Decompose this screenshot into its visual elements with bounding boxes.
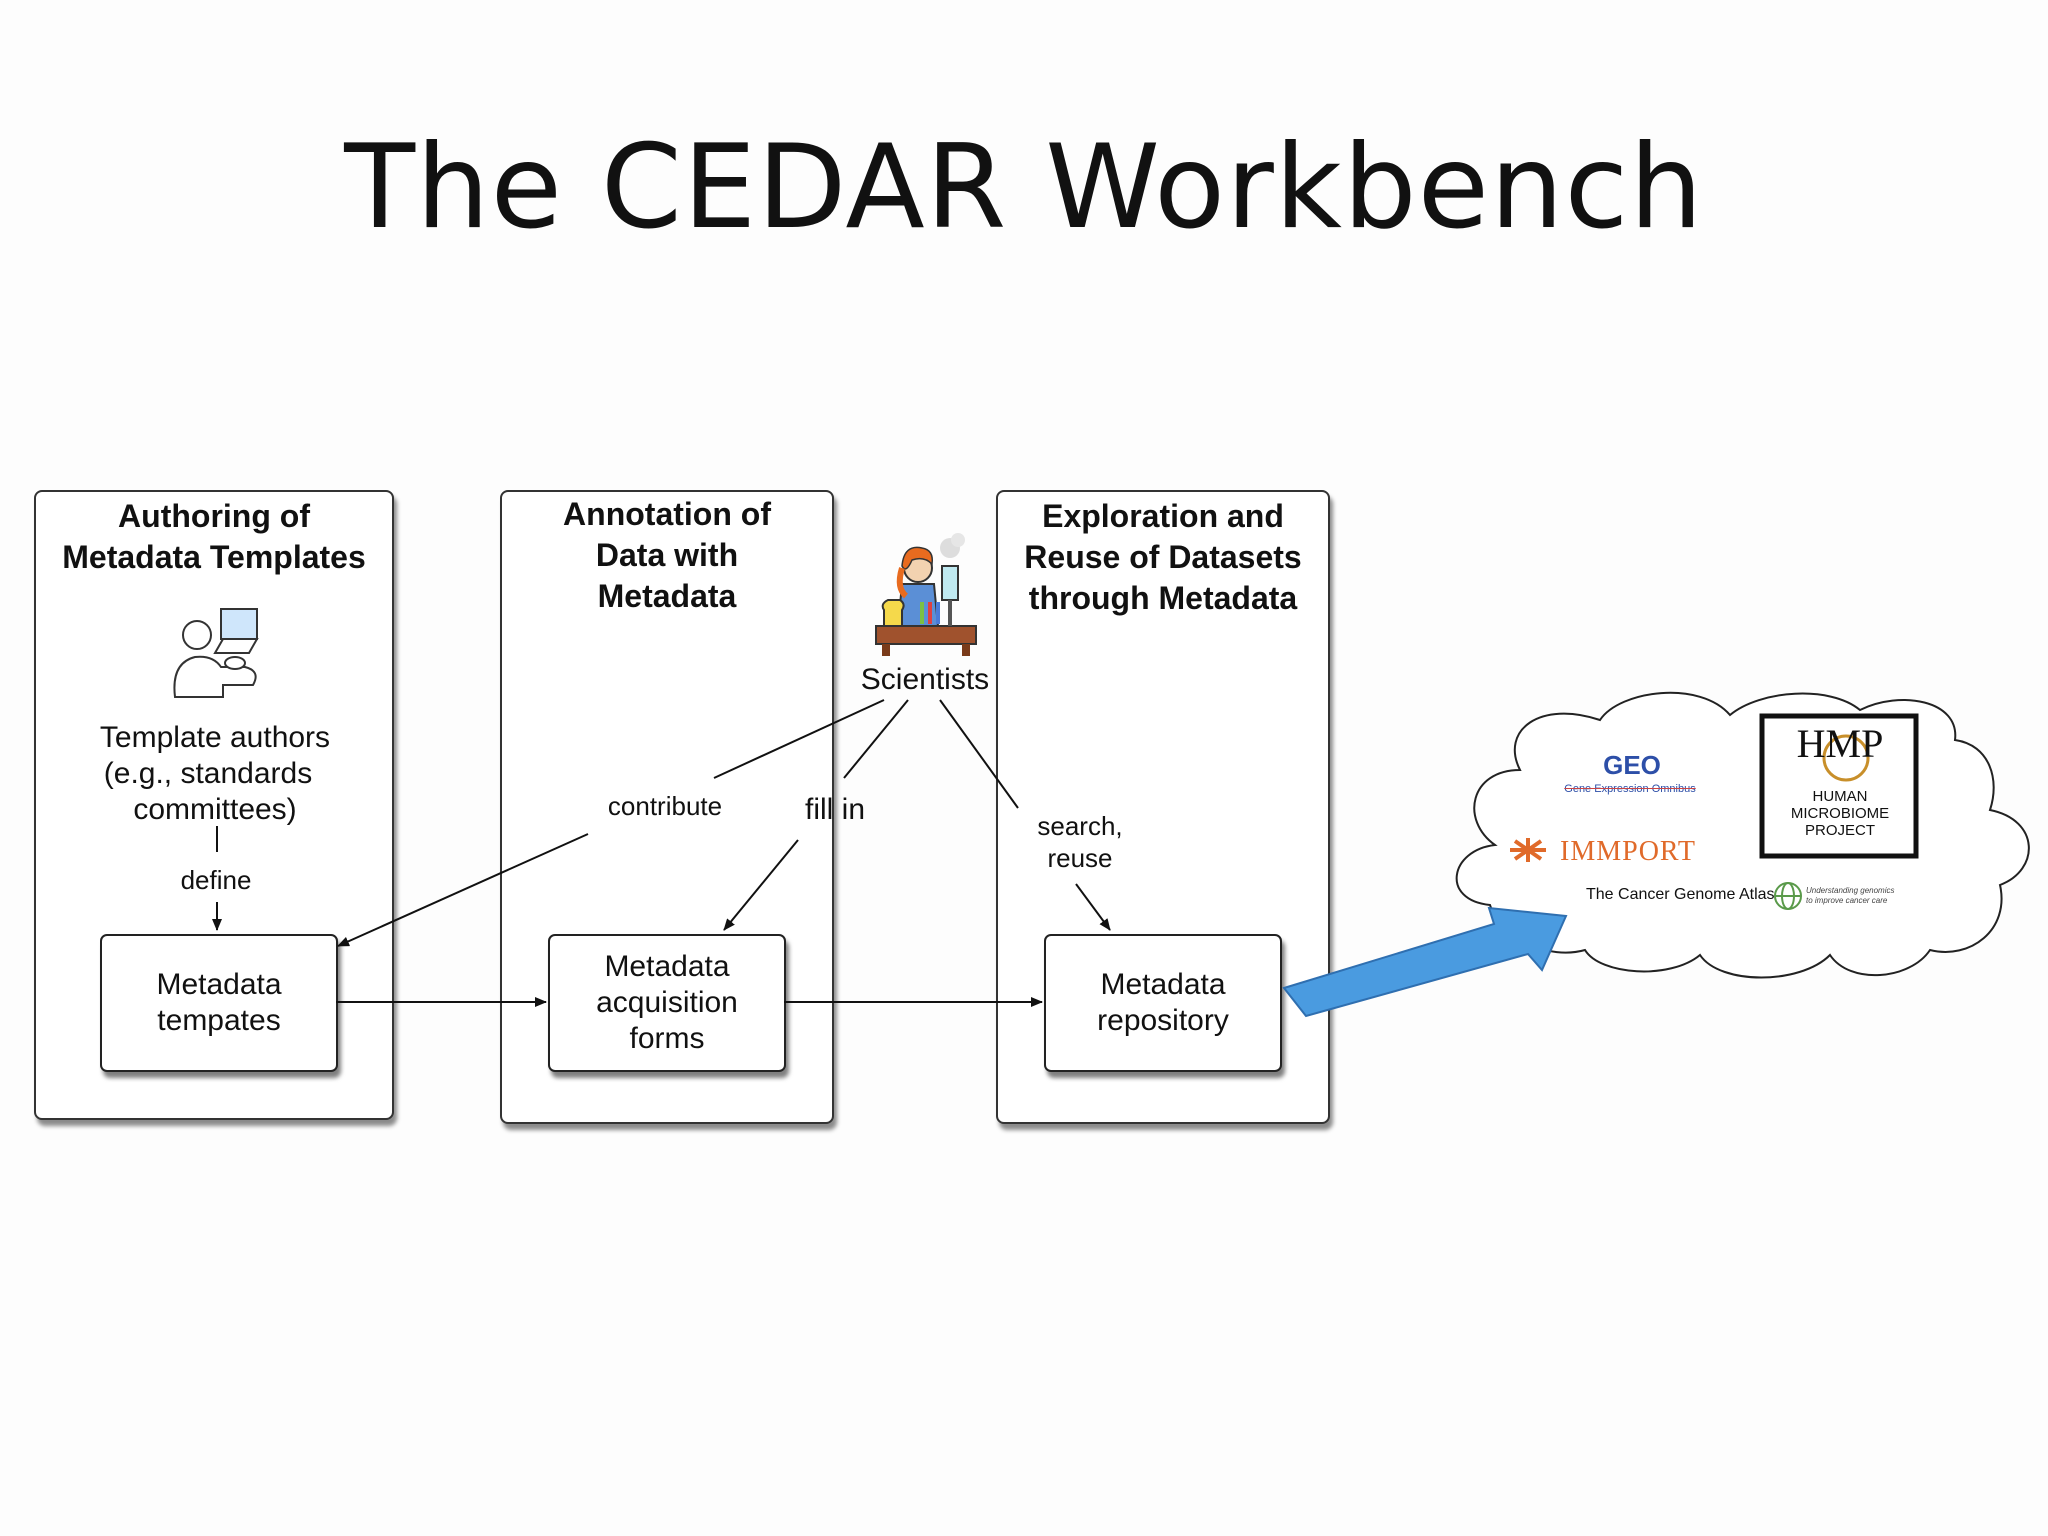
search-reuse-arrow bbox=[1075, 883, 1111, 931]
hmp-logo-frame bbox=[1759, 713, 1919, 859]
flow-to-repositories-arrow bbox=[1282, 906, 1568, 1018]
contribute-label: contribute bbox=[607, 791, 723, 821]
scientists-to-contribute-line bbox=[713, 699, 885, 779]
tcga-logo: The Cancer Genome Atlas bbox=[1586, 886, 1775, 903]
scientists-label: Scientists bbox=[860, 663, 990, 696]
scientist-icon bbox=[875, 533, 977, 656]
define-label: define bbox=[180, 865, 252, 895]
annotation-panel-title: Annotation of Data with Metadata bbox=[563, 496, 771, 614]
tcga-globe-icon bbox=[1774, 882, 1802, 910]
tcga-tagline: Understanding genomics to improve cancer… bbox=[1806, 886, 1895, 905]
scientists-to-fill-in-line bbox=[843, 699, 909, 779]
template-author-icon bbox=[173, 608, 259, 698]
immport-flower-icon bbox=[1510, 838, 1546, 862]
fill-in-arrow bbox=[723, 839, 799, 931]
geo-logo: GEO bbox=[1603, 750, 1661, 780]
contribute-arrow bbox=[337, 833, 589, 947]
hmp-subtitle: HUMAN MICROBIOME PROJECT bbox=[1790, 788, 1890, 839]
scientists-to-search-line bbox=[939, 699, 1019, 809]
hmp-logo-emblem bbox=[1822, 734, 1870, 782]
geo-subtitle: Gene Expression Omnibus bbox=[1564, 783, 1696, 795]
immport-logo: IMMPORT bbox=[1560, 836, 1697, 867]
exploration-panel-title: Exploration and Reuse of Datasets throug… bbox=[1024, 498, 1302, 616]
template-authors-label: Template authors (e.g., standards commit… bbox=[99, 721, 331, 826]
authoring-panel-title: Authoring of Metadata Templates bbox=[62, 498, 366, 575]
hmp-logo: HMP bbox=[1796, 721, 1884, 766]
slide-title: The CEDAR Workbench bbox=[344, 120, 1704, 255]
fill-in-label: fill in bbox=[804, 793, 865, 826]
search-reuse-label: search, reuse bbox=[1037, 811, 1123, 873]
